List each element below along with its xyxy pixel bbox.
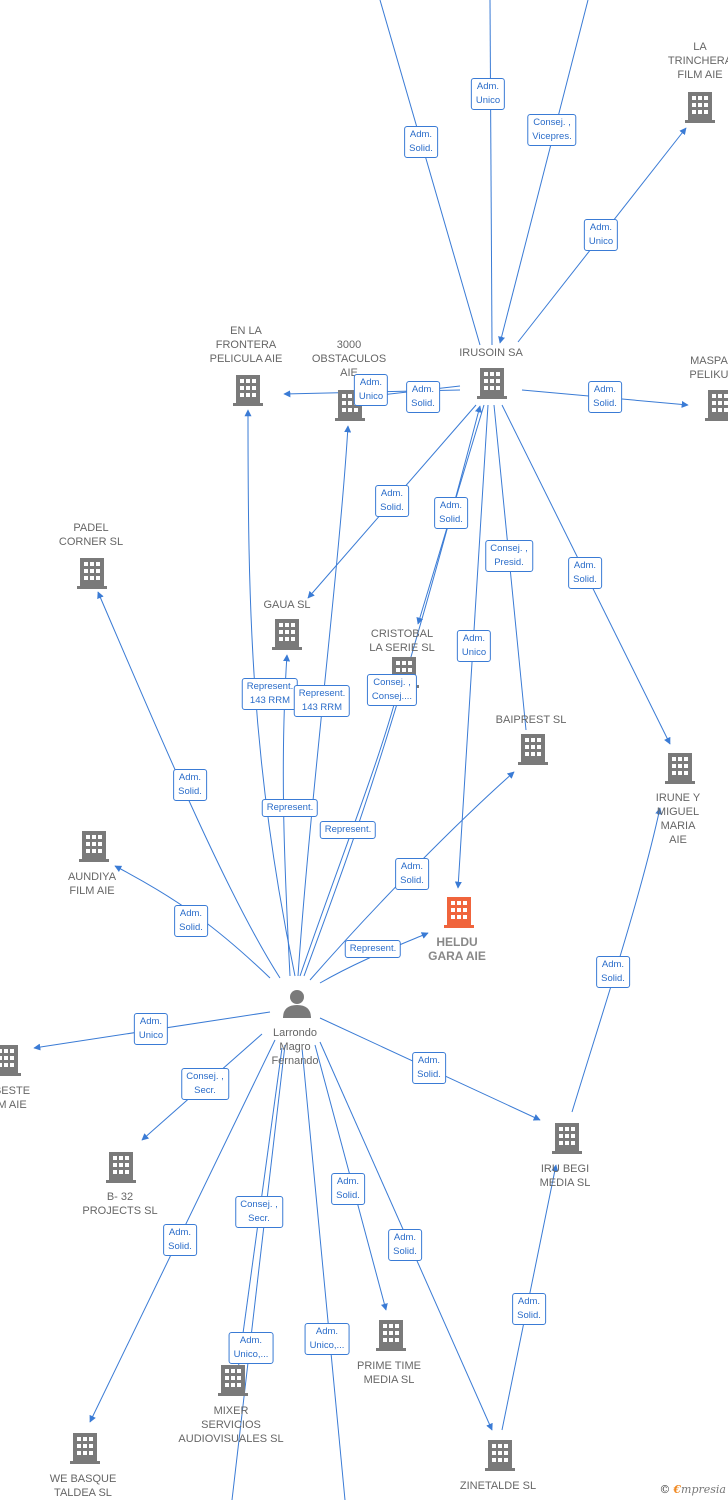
building-icon[interactable]: [477, 368, 507, 399]
building-icon[interactable]: [106, 1152, 136, 1183]
node-label-baiprest[interactable]: BAIPREST SL: [495, 714, 567, 726]
node-label-b32[interactable]: B- 32 PROJECTS SL: [82, 1191, 158, 1217]
node-label-la_trinchera[interactable]: LA TRINCHERA FILM AIE: [667, 41, 728, 81]
edge-label[interactable]: Adm. Solid.: [596, 956, 630, 988]
building-icon[interactable]: [518, 734, 548, 765]
edge-line: [498, 0, 589, 344]
edge-label[interactable]: Adm. Solid.: [406, 381, 440, 413]
edge-label[interactable]: Adm. Solid.: [412, 1052, 446, 1084]
edge-label[interactable]: Adm. Solid.: [404, 126, 438, 158]
node-label-maspalomas[interactable]: MASPAL PELIKUL: [689, 355, 728, 381]
focus-building-icon[interactable]: [444, 897, 474, 928]
node-label-en_la_frontera[interactable]: EN LA FRONTERA PELICULA AIE: [209, 325, 283, 365]
edge-label[interactable]: Adm. Solid.: [434, 497, 468, 529]
edge-label[interactable]: Adm. Solid.: [375, 485, 409, 517]
building-icon[interactable]: [485, 1440, 515, 1471]
node-label-prime[interactable]: PRIME TIME MEDIA SL: [357, 1360, 421, 1386]
copyright-icon: ©: [659, 1483, 671, 1496]
edge-line: [301, 1047, 346, 1500]
edge-label[interactable]: Consej. , Presid.: [485, 540, 533, 572]
building-icon[interactable]: [665, 753, 695, 784]
edge-line: [97, 591, 281, 979]
building-icon[interactable]: [79, 831, 109, 862]
edge-label[interactable]: Represent.: [261, 799, 319, 817]
edge-label[interactable]: Represent. 143 RRM: [241, 678, 299, 710]
node-label-larrondo[interactable]: Larrondo Magro Fernando: [271, 1027, 319, 1067]
edge-label[interactable]: Adm. Unico,...: [228, 1332, 274, 1364]
brand-footer[interactable]: ©€mpresia: [659, 1483, 726, 1496]
edge-label[interactable]: Represent. 143 RRM: [293, 685, 351, 717]
edge-label[interactable]: Adm. Solid.: [568, 557, 602, 589]
node-label-we_basque[interactable]: WE BASQUE TALDEA SL: [49, 1473, 117, 1499]
edge-label[interactable]: Adm. Solid.: [173, 769, 207, 801]
edge-label[interactable]: Represent.: [344, 940, 402, 958]
person-icon[interactable]: [283, 990, 311, 1018]
edge-label[interactable]: Represent.: [319, 821, 377, 839]
node-label-padel[interactable]: PADEL CORNER SL: [58, 522, 124, 548]
edge-label[interactable]: Consej. , Secr.: [235, 1196, 283, 1228]
edge-label[interactable]: Consej. , Secr.: [181, 1068, 229, 1100]
edge-line: [303, 405, 482, 977]
edge-label[interactable]: Adm. Solid.: [588, 381, 622, 413]
building-icon[interactable]: [552, 1123, 582, 1154]
building-icon[interactable]: [218, 1365, 248, 1396]
edge-label[interactable]: Adm. Solid.: [331, 1173, 365, 1205]
node-label-gaua[interactable]: GAUA SL: [263, 599, 311, 611]
brand-logo: €: [673, 1483, 682, 1496]
edge-label[interactable]: Adm. Solid.: [388, 1229, 422, 1261]
edge-label[interactable]: Adm. Unico: [470, 78, 506, 110]
node-label-zinetalde[interactable]: ZINETALDE SL: [459, 1480, 537, 1492]
edge-line: [489, 0, 493, 346]
edge-line: [231, 1044, 286, 1500]
edge-label[interactable]: Consej. , Vicepres.: [527, 114, 577, 146]
icons-layer: [0, 92, 728, 1471]
node-label-mixer[interactable]: MIXER SERVICIOS AUDIOVISUALES SL: [178, 1405, 284, 1445]
edge-label[interactable]: Adm. Solid.: [512, 1293, 546, 1325]
edge-line: [379, 0, 481, 346]
building-icon[interactable]: [233, 375, 263, 406]
building-icon[interactable]: [70, 1433, 100, 1464]
edge-line: [299, 689, 400, 977]
building-icon[interactable]: [705, 390, 728, 421]
building-icon[interactable]: [272, 619, 302, 650]
building-icon[interactable]: [376, 1320, 406, 1351]
node-label-aundiya[interactable]: AUNDIYA FILM AIE: [67, 871, 117, 897]
edge-label[interactable]: Adm. Unico: [133, 1013, 169, 1045]
edge-label[interactable]: Adm. Unico: [456, 630, 492, 662]
node-label-cristobal[interactable]: CRISTOBAL LA SERIE SL: [369, 628, 435, 654]
brand-name: mpresia: [681, 1483, 726, 1496]
node-label-heldu[interactable]: HELDU GARA AIE: [428, 935, 486, 963]
edge-label[interactable]: Adm. Unico: [583, 219, 619, 251]
node-label-iru_begi[interactable]: IRU BEGI MEDIA SL: [539, 1163, 591, 1189]
building-icon[interactable]: [685, 92, 715, 123]
edge-label[interactable]: Adm. Solid.: [163, 1224, 197, 1256]
edge-label[interactable]: Adm. Solid.: [395, 858, 429, 890]
building-icon[interactable]: [77, 558, 107, 589]
building-icon[interactable]: [0, 1045, 21, 1076]
edge-label[interactable]: Adm. Solid.: [174, 905, 208, 937]
edge-label[interactable]: Adm. Unico,...: [304, 1323, 350, 1355]
edge-label[interactable]: Adm. Unico: [353, 374, 389, 406]
node-label-obstaculos[interactable]: 3000 OBSTACULOS AIE: [311, 339, 387, 379]
edge-label[interactable]: Consej. , Consej....: [366, 674, 418, 706]
node-label-beste[interactable]: BESTE M AIE: [0, 1085, 31, 1111]
node-label-irusoin[interactable]: IRUSOIN SA: [459, 347, 523, 359]
node-label-irune[interactable]: IRUNE Y MIGUEL MARIA AIE: [655, 792, 701, 846]
